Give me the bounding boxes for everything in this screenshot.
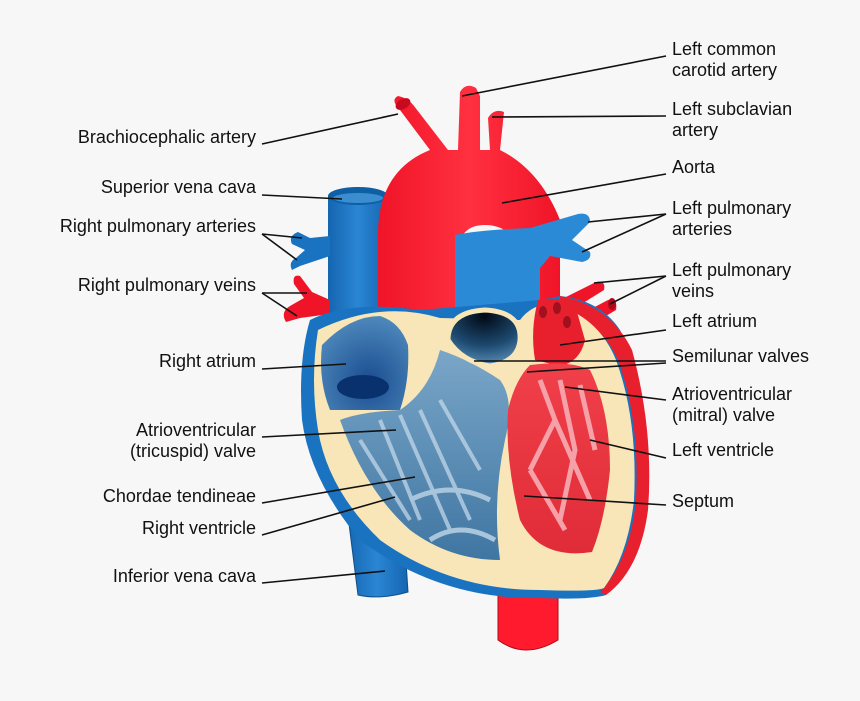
label-mitral-valve: Atrioventricular (mitral) valve <box>672 384 793 425</box>
label-left-subclavian-artery: Left subclavian artery <box>672 99 793 140</box>
label-right-pulmonary-veins: Right pulmonary veins <box>77 275 256 295</box>
pulmonary-trunk-shape <box>455 213 591 310</box>
label-right-atrium: Right atrium <box>158 351 256 371</box>
label-septum: Septum <box>672 491 735 511</box>
left-atrium-shape <box>533 298 585 366</box>
superior-vena-cava-shape <box>328 187 388 320</box>
label-chordae-tendineae: Chordae tendineae <box>102 486 256 506</box>
label-left-ventricle: Left ventricle <box>672 440 775 460</box>
label-brachiocephalic-artery: Brachiocephalic artery <box>77 127 256 147</box>
aorta-shape <box>378 85 560 335</box>
descending-aorta-shape <box>497 589 559 651</box>
right-pulmonary-arteries-shape <box>290 232 330 270</box>
label-left-atrium: Left atrium <box>672 311 758 331</box>
label-right-pulmonary-arteries: Right pulmonary arteries <box>59 216 256 236</box>
label-left-pulmonary-veins: Left pulmonary veins <box>672 260 792 301</box>
label-superior-vena-cava: Superior vena cava <box>100 177 256 197</box>
label-inferior-vena-cava: Inferior vena cava <box>112 566 256 586</box>
label-aorta: Aorta <box>672 157 716 177</box>
label-left-pulmonary-arteries: Left pulmonary arteries <box>672 198 792 239</box>
label-semilunar-valves: Semilunar valves <box>672 346 810 366</box>
label-right-ventricle: Right ventricle <box>141 518 256 538</box>
right-ventricle-shape <box>340 350 509 560</box>
label-tricuspid-valve: Atrioventricular (tricuspid) valve <box>129 420 256 461</box>
pulmonary-valve-shape <box>445 307 523 369</box>
label-left-common-carotid-artery: Left common carotid artery <box>672 39 778 80</box>
right-atrium-shape <box>321 316 409 410</box>
left-ventricle-shape <box>507 363 610 554</box>
leader-lines <box>261 55 667 584</box>
right-pulmonary-veins-shape <box>283 275 330 322</box>
